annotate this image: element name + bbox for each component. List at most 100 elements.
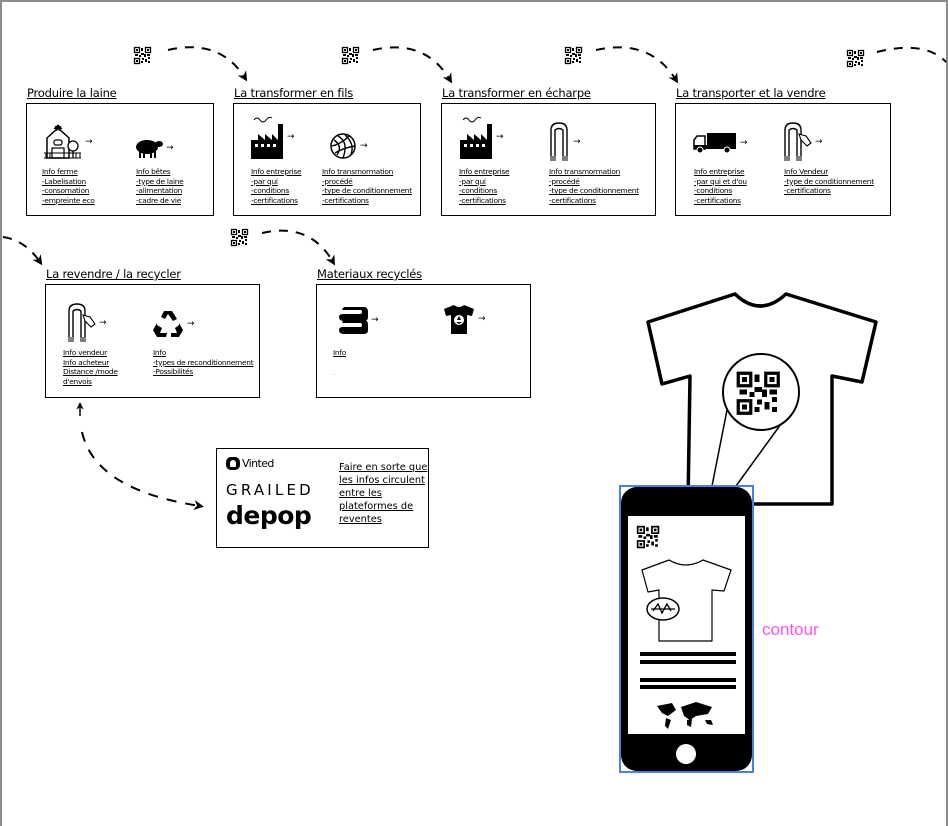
info-line: Info vendeur xyxy=(63,348,107,357)
info-line: -certifications xyxy=(251,195,298,205)
arrow-right-icon: → xyxy=(573,136,581,147)
info-line: Info entreprise xyxy=(694,167,745,176)
truck-icon xyxy=(693,133,736,154)
icon-group: → xyxy=(44,124,93,160)
stage-box-produire-laine: → → Info ferme -Labelisation -consomatio… xyxy=(26,103,214,216)
stage-box-transporter-vendre: → → Info entreprise -par qui et d'ou -co… xyxy=(675,103,891,216)
arrow-right-icon: → xyxy=(99,317,107,328)
info-line: -par qui xyxy=(459,176,486,186)
arrow-right-icon: → xyxy=(478,313,486,324)
info-line: -Labelisation xyxy=(42,176,86,186)
icon-group: → xyxy=(548,122,581,162)
arrow-right-icon: → xyxy=(166,142,174,153)
sheep-icon xyxy=(136,140,163,158)
info-line: -certifications xyxy=(459,195,506,205)
info-line: -type de laine xyxy=(136,176,184,186)
stage-title: La revendre / la recycler xyxy=(46,267,181,281)
info-line: -type de conditionnement xyxy=(322,186,412,196)
qr-code-icon xyxy=(564,46,583,65)
icon-group: → xyxy=(66,303,107,343)
stage-title: La transformer en écharpe xyxy=(442,86,591,100)
info-line: Info entreprise xyxy=(459,167,510,176)
stage-title: Materiaux recyclés xyxy=(317,267,422,281)
info-line: -certifications xyxy=(322,195,369,205)
arrow-right-icon: → xyxy=(740,137,748,148)
info-column: Info vendeur Info acheteur Distance /mod… xyxy=(63,348,118,386)
info-column: Info transmormation -procédé -type de co… xyxy=(549,167,639,205)
tshirt-illustration xyxy=(646,292,878,506)
note-line: Faire en sorte que xyxy=(339,462,428,473)
vinted-wordmark: Vinted xyxy=(242,457,274,470)
phone-mockup xyxy=(621,487,752,771)
note-line: entre les xyxy=(339,488,382,499)
info-line: -conditions xyxy=(459,186,497,196)
info-line: Info bêtes xyxy=(136,167,171,176)
recycle-icon xyxy=(153,311,183,337)
info-line: Info entreprise xyxy=(251,167,302,176)
recycled-tshirt-icon xyxy=(444,305,474,334)
platform-link-arrow xyxy=(76,402,204,511)
arrow-right-icon: → xyxy=(815,136,823,147)
farm-icon xyxy=(44,124,81,159)
flow-arrow-6 xyxy=(230,228,335,266)
info-line: -types de reconditionnement xyxy=(153,357,254,367)
info-column: Info Vendeur -type de conditionnement -c… xyxy=(784,167,874,196)
arrow-right-icon: → xyxy=(187,318,195,329)
platform-note: Faire en sorte que les infos circulent e… xyxy=(339,461,427,526)
info-column: Info -types de reconditionnement -Possib… xyxy=(153,348,254,377)
qr-code-icon xyxy=(846,49,865,68)
stage-title: La transformer en fils xyxy=(234,86,353,100)
flow-arrow-3 xyxy=(564,46,679,84)
stage-box-transformer-fils: → → Info entreprise -par qui -conditions… xyxy=(233,103,421,216)
folded-clothes-icon xyxy=(339,307,368,334)
info-line: -procédé xyxy=(549,176,580,186)
arrow-right-icon: → xyxy=(287,131,295,142)
icon-group: → xyxy=(782,122,823,162)
stage-box-transformer-echarpe: → → Info entreprise -par qui -conditions… xyxy=(441,103,656,216)
note-line: reventes xyxy=(339,514,382,525)
info-line: -cadre de vie xyxy=(136,195,182,205)
info-column: Info entreprise -par qui et d'ou -condit… xyxy=(694,167,747,205)
world-map-icon xyxy=(657,702,713,729)
info-line: Info transmormation xyxy=(322,167,394,176)
icon-group: → xyxy=(443,303,486,335)
info-line: Info ferme xyxy=(42,167,78,176)
info-line: -certifications xyxy=(549,195,596,205)
icon-group: → xyxy=(338,305,379,335)
info-column: Info ferme -Labelisation -consomation -e… xyxy=(42,167,95,205)
vinted-logo: Vinted xyxy=(226,457,274,470)
icon-group: → xyxy=(459,114,504,160)
info-line: -par qui et d'ou xyxy=(694,176,747,186)
stage-title: La transporter et la vendre xyxy=(676,86,826,100)
flow-arrow-5 xyxy=(2,236,43,266)
info-line: -conditions xyxy=(251,186,289,196)
info-line: -certifications xyxy=(694,195,741,205)
arrow-right-icon: → xyxy=(496,131,504,142)
contour-annotation: contour xyxy=(762,620,819,639)
info-line: Info xyxy=(333,348,346,357)
info-line: Info acheteur xyxy=(63,357,110,367)
factory-icon xyxy=(251,116,283,159)
info-column: Info entreprise -par qui -conditions -ce… xyxy=(251,167,302,205)
flow-arrow-1 xyxy=(133,46,248,82)
icon-group: → xyxy=(152,309,195,339)
arrow-right-icon: → xyxy=(371,314,379,325)
info-line: -alimentation xyxy=(136,186,183,196)
info-line: -type de conditionnement xyxy=(549,186,639,196)
qr-code-icon xyxy=(735,370,782,417)
info-line: -empreinte eco xyxy=(42,195,95,205)
arrow-right-icon: → xyxy=(360,140,368,151)
qr-code-icon xyxy=(133,46,152,65)
flow-arrow-4 xyxy=(846,46,947,68)
info-column: Info bêtes -type de laine -alimentation … xyxy=(136,167,184,205)
wool-ball-icon xyxy=(330,133,356,159)
info-line: . xyxy=(333,367,336,377)
icon-group: → xyxy=(693,132,748,154)
info-line: -certifications xyxy=(784,186,831,196)
info-line: Info xyxy=(153,348,166,357)
vinted-badge-icon xyxy=(226,457,240,470)
info-line: -type de conditionnement xyxy=(784,176,874,186)
info-line: -par qui xyxy=(251,176,278,186)
info-line: -conditions xyxy=(694,186,732,196)
